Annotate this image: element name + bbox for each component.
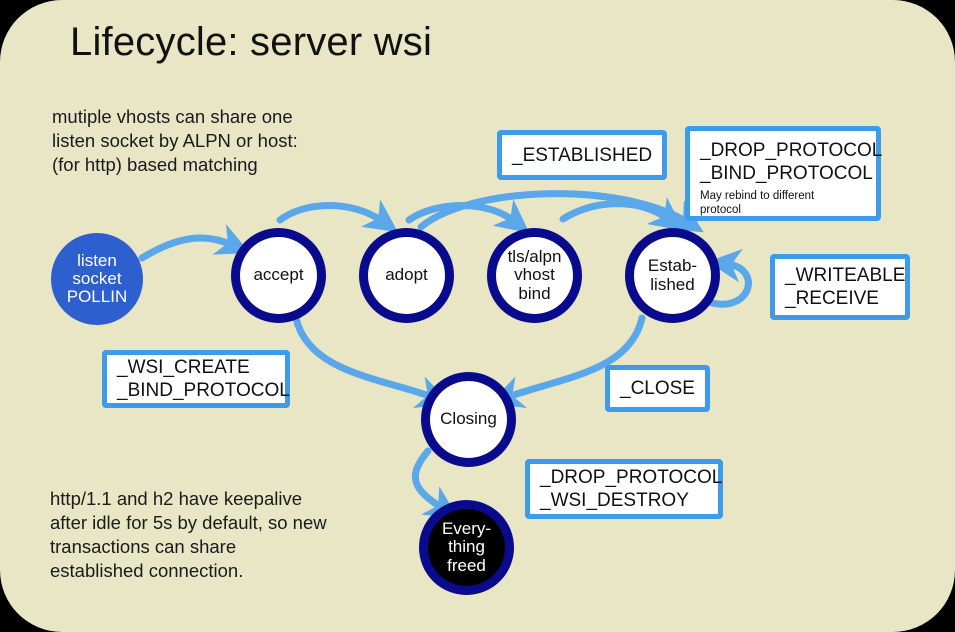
node-closing-label: Closing (440, 409, 497, 429)
callout-established-text: _ESTABLISHED (512, 144, 653, 166)
callout-writeable-receive-text: _WRITEABLE _RECEIVE (785, 265, 906, 309)
node-listen-socket-label: listen socket POLLIN (66, 250, 128, 307)
node-tls-alpn-vhost-bind-label: tls/alpn vhost bind (507, 247, 562, 303)
callout-drop-bind-protocol-text: _DROP_PROTOCOL _BIND_PROTOCOL (700, 140, 883, 184)
node-accept[interactable]: accept (231, 228, 326, 323)
page-title: Lifecycle: server wsi (70, 20, 433, 64)
edge-closing-to-freed (411, 447, 459, 519)
callout-drop-bind-protocol-subtext: May rebind to different protocol (700, 190, 815, 216)
edge-tlsalpn-to-established (559, 197, 684, 231)
edge-adopt-to-established-long (417, 190, 704, 233)
note-keepalive: http/1.1 and h2 have keepalive after idl… (50, 488, 327, 581)
node-adopt[interactable]: adopt (359, 228, 454, 323)
callout-close-text: _CLOSE (620, 378, 695, 399)
node-everything-freed[interactable]: Every- thing freed (419, 500, 514, 595)
callout-drop-bind-protocol[interactable]: _DROP_PROTOCOL _BIND_PROTOCOL May rebind… (685, 126, 883, 221)
edge-accept-to-adopt (276, 199, 399, 233)
edge-adopt-to-tlsalpn (405, 199, 530, 234)
callout-established[interactable]: _ESTABLISHED (497, 130, 667, 180)
note-vhost-sharing: mutiple vhosts can share one listen sock… (52, 106, 298, 175)
node-accept-label: accept (253, 265, 304, 285)
callout-wsi-create[interactable]: _WSI_CREATE _BIND_PROTOCOL (102, 350, 290, 408)
callout-writeable-receive[interactable]: _WRITEABLE _RECEIVE (770, 254, 910, 320)
callout-drop-protocol-wsi-destroy-text: _DROP_PROTOCOL _WSI_DESTROY (540, 467, 723, 511)
callout-drop-protocol-wsi-destroy[interactable]: _DROP_PROTOCOL _WSI_DESTROY (525, 459, 723, 519)
callout-wsi-create-text: _WSI_CREATE _BIND_PROTOCOL (117, 357, 290, 401)
node-everything-freed-label: Every- thing freed (441, 519, 492, 575)
node-listen-socket[interactable]: listen socket POLLIN (51, 233, 143, 325)
edge-accept-to-closing (292, 314, 451, 408)
node-tls-alpn-vhost-bind[interactable]: tls/alpn vhost bind (487, 228, 582, 323)
node-adopt-label: adopt (385, 265, 428, 285)
node-established-label: Estab- lished (647, 256, 698, 294)
edge-listen-to-accept (138, 223, 250, 262)
callout-close[interactable]: _CLOSE (605, 365, 710, 412)
node-established[interactable]: Estab- lished (625, 228, 720, 323)
node-closing[interactable]: Closing (421, 372, 516, 467)
